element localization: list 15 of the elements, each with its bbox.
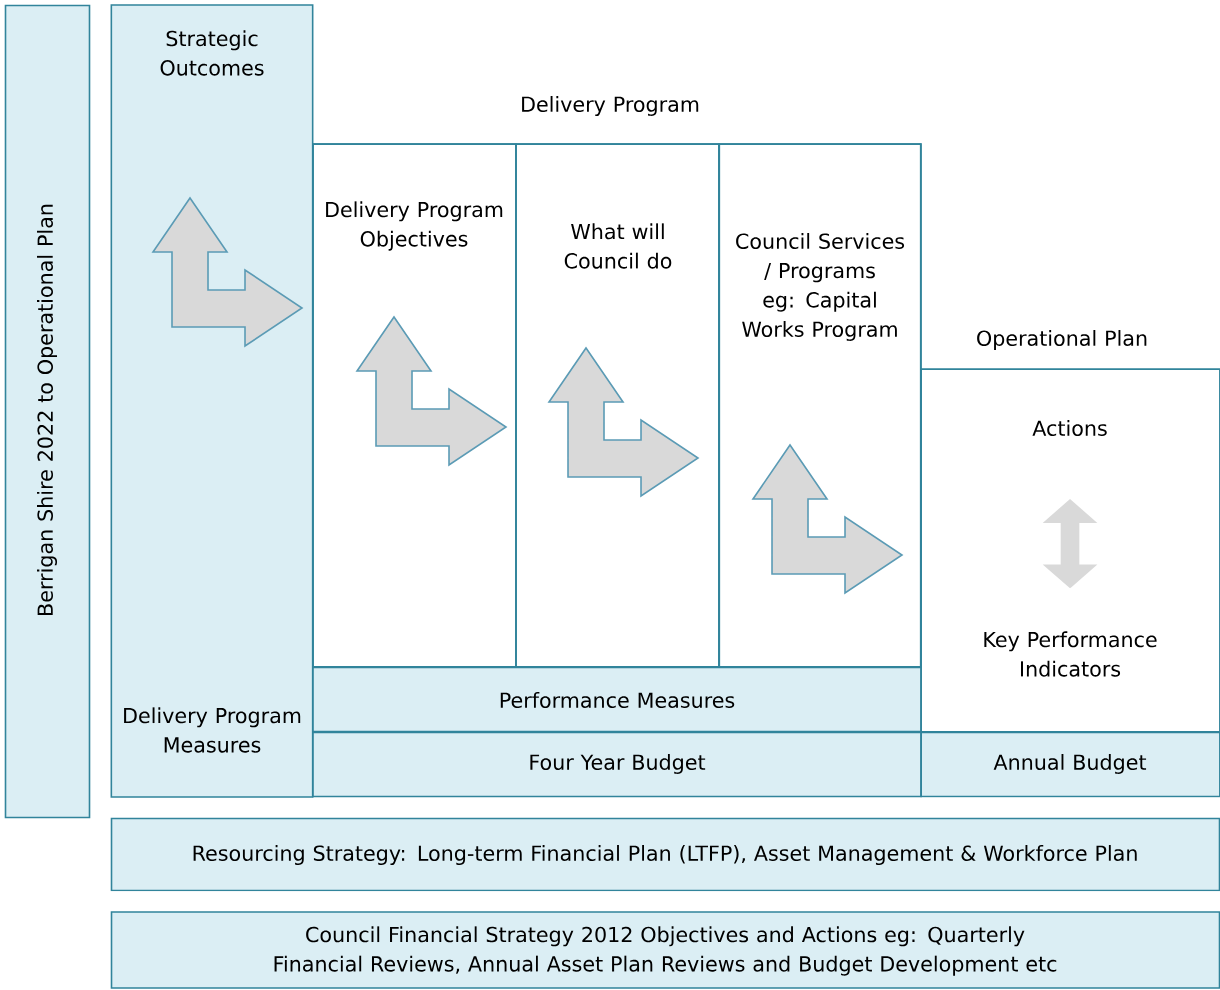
box-label: Resourcing Strategy: Long-term Financial Plan (LTFP), Asset Management & Workforce Plan	[193, 845, 1137, 865]
box-label: Berrigan Shire 2022 to Operational Plan	[37, 204, 57, 615]
box-label: Strategic Outcomes	[160, 30, 264, 76]
heading-label: Operational Plan	[977, 330, 1147, 350]
box-label: Council Financial Strategy 2012 Objectives and Actions eg: Quarterly Financial Reviews, Annual Asset Plan Reviews and Budget Development etc	[274, 926, 1057, 976]
box-label: Performance Measures	[500, 692, 735, 708]
heading-label: Delivery Program	[522, 96, 699, 116]
box-label: What will Council do	[564, 223, 672, 269]
box-label: Council Services / Programs eg: Capital Works Program	[736, 233, 905, 341]
box-label: Four Year Budget	[530, 754, 706, 774]
box-label: Delivery Program Objectives	[326, 201, 503, 251]
box-label: Delivery Program Measures	[124, 707, 301, 753]
text-label: Key Performance Indicators	[984, 631, 1157, 677]
box-label: Annual Budget	[993, 754, 1147, 774]
text-label: Actions	[1032, 420, 1107, 436]
